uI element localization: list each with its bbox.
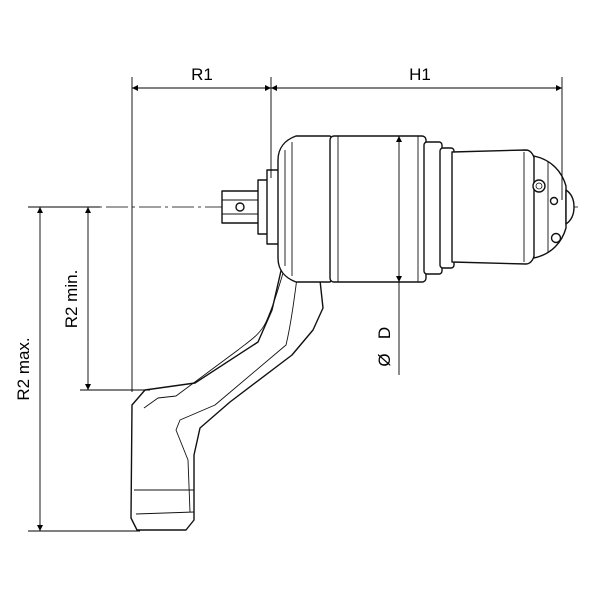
diameter-label: D <box>375 327 394 339</box>
diameter-symbol-label: Ø <box>375 353 394 366</box>
r1-label: R1 <box>191 65 213 84</box>
reaction-arm <box>130 249 324 531</box>
end-cap <box>533 155 567 259</box>
gearbox-flange <box>277 135 337 283</box>
r2-min-label: R2 min. <box>62 270 81 329</box>
r2-max-label: R2 max. <box>14 337 33 400</box>
port-center <box>549 196 559 206</box>
main-cylinder <box>329 135 427 283</box>
port-bottom <box>550 232 562 244</box>
dimension-lines <box>28 77 563 532</box>
torque-wrench-body <box>130 135 575 531</box>
motor-housing <box>451 149 536 265</box>
h1-label: H1 <box>409 65 431 84</box>
